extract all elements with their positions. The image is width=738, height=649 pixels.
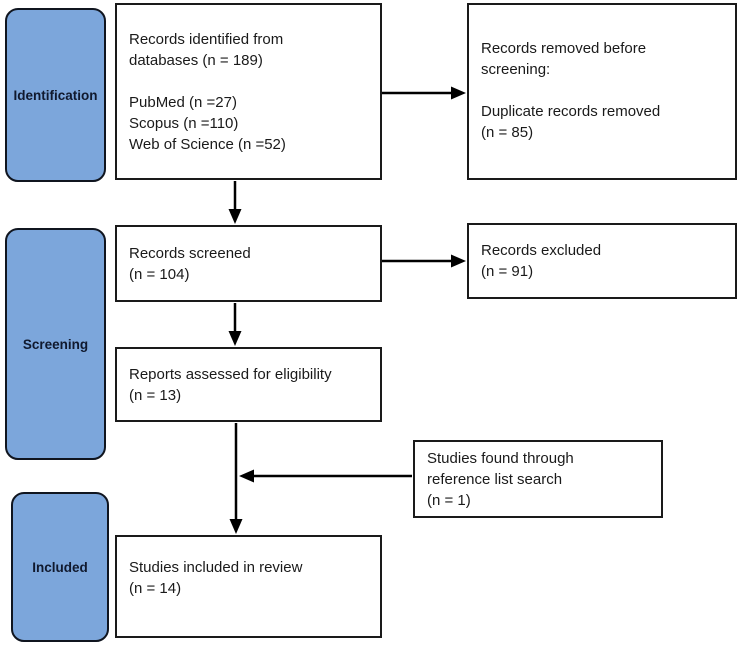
text-line: Records identified from <box>129 31 284 48</box>
text-line: Scopus (n =110) <box>129 115 239 132</box>
box-studies-included: Studies included in review (n = 14) <box>115 535 382 638</box>
stage-label-text: Screening <box>22 336 89 352</box>
text-line: reference list search <box>427 470 563 488</box>
text-line: databases (n = 189) <box>129 52 263 69</box>
text-line: (n = 91) <box>481 263 534 280</box>
arrow-reference-to-main-flow <box>239 469 412 483</box>
text-line: (n = 14) <box>129 579 182 597</box>
text-line <box>481 80 723 101</box>
text-line: (n = 13) <box>129 386 182 404</box>
text-line: Studies included in review <box>129 558 303 576</box>
text-line <box>129 71 368 92</box>
box-reference-list-search: Studies found through reference list sea… <box>413 440 663 518</box>
box-records-removed: Records removed before screening: Duplic… <box>467 3 737 180</box>
arrow-screened-to-excluded <box>382 254 466 268</box>
box-records-screened: Records screened (n = 104) <box>115 225 382 302</box>
text-line: Records screened <box>129 244 251 262</box>
text-line: Records removed before <box>481 40 647 57</box>
text-line: (n = 104) <box>129 265 190 283</box>
arrow-identified-to-screened <box>228 181 242 224</box>
arrow-identified-to-removed <box>382 86 466 100</box>
text-line: (n = 85) <box>481 124 534 141</box>
arrow-screened-to-assessed <box>228 303 242 346</box>
stage-label-included: Included <box>11 492 109 642</box>
text-line: PubMed (n =27) <box>129 94 237 111</box>
text-line: screening: <box>481 61 551 78</box>
text-line: (n = 1) <box>427 491 471 509</box>
stage-label-identification: Identification <box>5 8 106 182</box>
box-reports-assessed: Reports assessed for eligibility (n = 13… <box>115 347 382 422</box>
text-line: Records excluded <box>481 242 602 259</box>
stage-label-text: Identification <box>13 87 98 103</box>
stage-label-text: Included <box>32 559 88 575</box>
box-records-excluded: Records excluded (n = 91) <box>467 223 737 299</box>
text-line: Studies found through <box>427 449 574 467</box>
stage-label-screening: Screening <box>5 228 106 460</box>
box-records-identified: Records identified from databases (n = 1… <box>115 3 382 180</box>
text-line: Web of Science (n =52) <box>129 136 286 153</box>
text-line: Reports assessed for eligibility <box>129 365 332 383</box>
arrow-assessed-to-included <box>229 423 243 534</box>
text-line: Duplicate records removed <box>481 103 661 120</box>
